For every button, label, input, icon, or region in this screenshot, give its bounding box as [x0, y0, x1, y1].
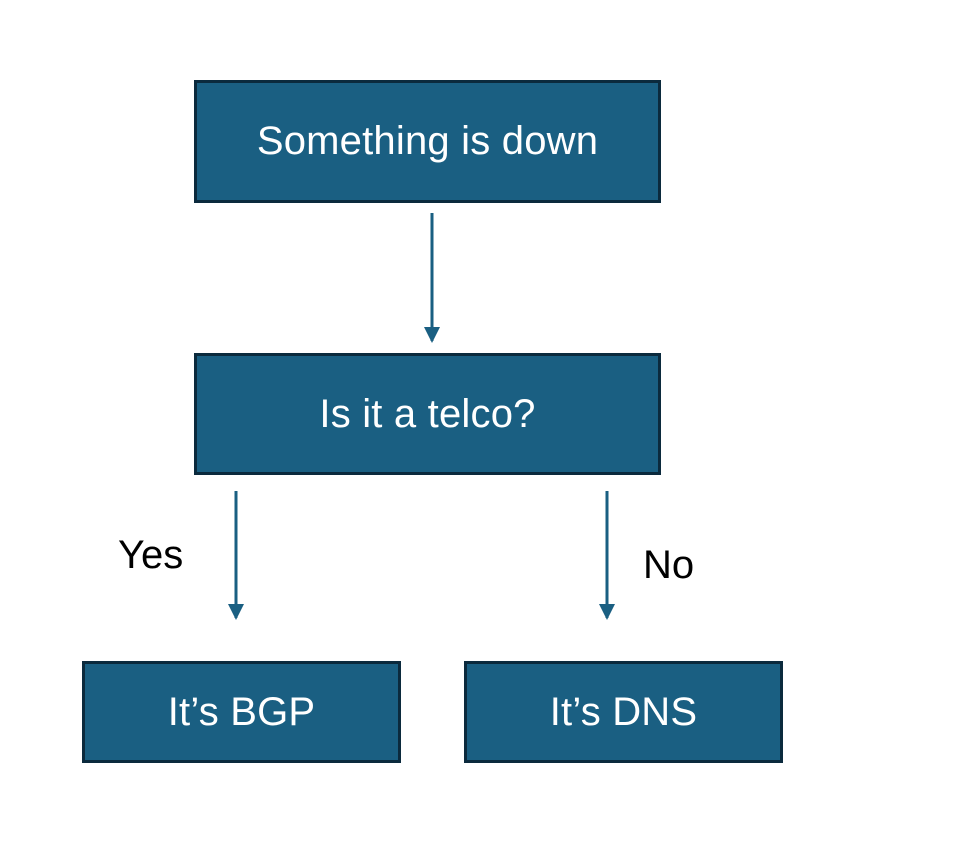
node-yes-result-label: It’s BGP [167, 689, 316, 734]
node-its-dns: It’s DNS [464, 661, 783, 763]
node-is-it-a-telco: Is it a telco? [194, 353, 661, 475]
node-something-is-down: Something is down [194, 80, 661, 203]
edge-label-no: No [643, 543, 695, 587]
node-start-label: Something is down [256, 119, 599, 163]
arrowhead-no-branch [599, 604, 615, 620]
node-no-result-label: It’s DNS [549, 689, 698, 734]
node-question-label: Is it a telco? [319, 391, 536, 436]
arrowhead-yes-branch [228, 604, 244, 620]
edge-label-yes: Yes [118, 533, 184, 577]
arrowhead-start-to-question [424, 327, 440, 343]
node-its-bgp: It’s BGP [82, 661, 401, 763]
